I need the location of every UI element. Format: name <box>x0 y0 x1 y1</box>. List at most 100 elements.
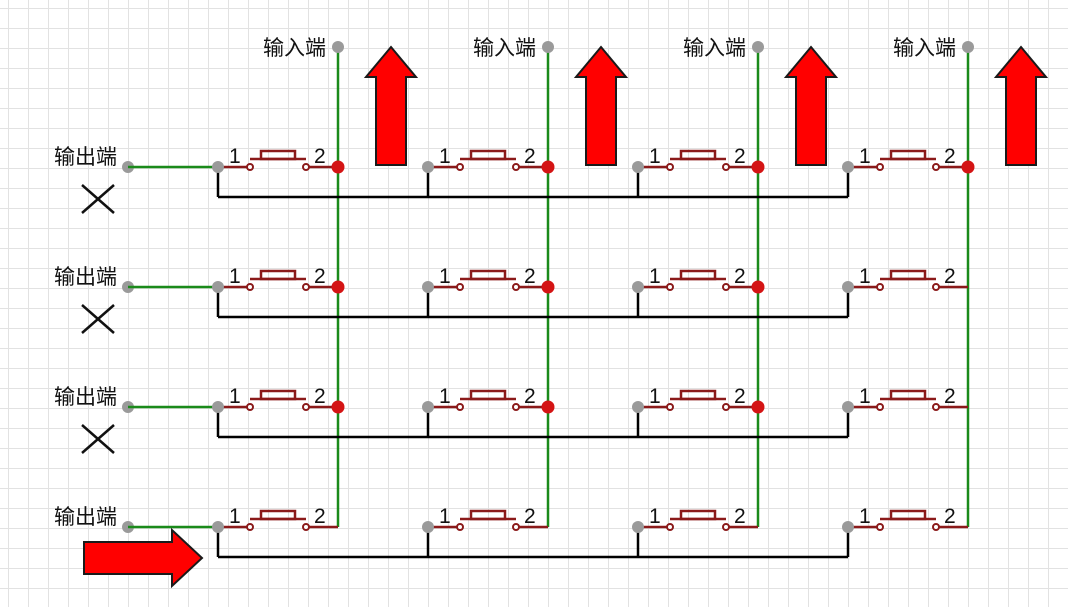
switch-contact-right <box>722 283 730 291</box>
switch-contact-right <box>512 163 520 171</box>
switch-terminal <box>632 521 644 533</box>
pin-2-label: 2 <box>524 505 536 528</box>
input-terminal <box>962 41 974 53</box>
pin-2-label: 2 <box>944 385 956 408</box>
x-mark-stroke-b <box>81 184 115 214</box>
switch-terminal <box>422 161 434 173</box>
switch-contact-left <box>456 163 464 171</box>
red-up-arrow-icon <box>993 45 1049 166</box>
output-terminal-label: 输出端 <box>54 145 117 169</box>
switch-contact-left <box>876 283 884 291</box>
switch-button <box>469 269 507 281</box>
switch-button <box>469 149 507 161</box>
switch-contact-right <box>302 283 310 291</box>
switch-contact-left <box>666 403 674 411</box>
switch-terminal <box>632 161 644 173</box>
switch-terminal <box>212 401 224 413</box>
pushbutton-switch <box>428 509 548 531</box>
x-mark-icon <box>81 304 115 334</box>
pin-2-label: 2 <box>734 505 746 528</box>
pin-1-label: 1 <box>649 145 661 168</box>
red-right-arrow-icon <box>83 527 204 589</box>
pushbutton-switch <box>638 509 758 531</box>
pin-2-label: 2 <box>944 265 956 288</box>
x-mark-stroke-b <box>81 424 115 454</box>
switch-button <box>889 269 927 281</box>
switch-contact-right <box>932 163 940 171</box>
switch-contact-right <box>932 523 940 531</box>
switch-contact-left <box>456 403 464 411</box>
pin-1-label: 1 <box>229 385 241 408</box>
switch-button <box>679 509 717 521</box>
output-terminal-label: 输出端 <box>54 265 117 289</box>
switch-contact-right <box>932 403 940 411</box>
switch-button <box>259 509 297 521</box>
switch-contact-right <box>722 523 730 531</box>
switch-terminal <box>842 521 854 533</box>
switch-contact-left <box>246 283 254 291</box>
junction-dot <box>751 400 765 414</box>
switch-contact-right <box>512 403 520 411</box>
switch-button <box>889 149 927 161</box>
switch-contact-left <box>456 283 464 291</box>
switch-button <box>259 389 297 401</box>
switch-button <box>889 389 927 401</box>
switch-button <box>259 269 297 281</box>
switch-contact-left <box>666 283 674 291</box>
switch-contact-right <box>302 403 310 411</box>
pin-1-label: 1 <box>649 505 661 528</box>
switch-contact-right <box>932 283 940 291</box>
switch-contact-left <box>876 523 884 531</box>
pin-2-label: 2 <box>524 145 536 168</box>
pin-2-label: 2 <box>734 265 746 288</box>
pin-1-label: 1 <box>229 265 241 288</box>
switch-button <box>679 269 717 281</box>
pin-1-label: 1 <box>649 385 661 408</box>
switch-button <box>679 149 717 161</box>
switch-terminal <box>212 161 224 173</box>
switch-contact-right <box>512 523 520 531</box>
x-mark-icon <box>81 424 115 454</box>
switch-contact-left <box>246 523 254 531</box>
junction-dot <box>541 280 555 294</box>
pin-2-label: 2 <box>734 385 746 408</box>
switch-button <box>679 389 717 401</box>
x-mark-icon <box>81 184 115 214</box>
switch-contact-right <box>722 403 730 411</box>
pin-1-label: 1 <box>859 505 871 528</box>
switch-button <box>469 389 507 401</box>
junction-dot <box>961 160 975 174</box>
junction-dot <box>331 400 345 414</box>
pin-1-label: 1 <box>439 385 451 408</box>
pin-2-label: 2 <box>314 265 326 288</box>
pin-1-label: 1 <box>859 385 871 408</box>
pin-1-label: 1 <box>229 505 241 528</box>
switch-terminal <box>842 281 854 293</box>
switch-button <box>469 509 507 521</box>
pin-1-label: 1 <box>439 265 451 288</box>
x-mark-stroke-b <box>81 304 115 334</box>
junction-dot <box>541 160 555 174</box>
red-up-arrow-icon <box>363 45 419 166</box>
switch-contact-left <box>876 163 884 171</box>
output-terminal-label: 输出端 <box>54 385 117 409</box>
pin-2-label: 2 <box>524 385 536 408</box>
input-terminal-label: 输入端 <box>473 36 536 60</box>
switch-terminal <box>212 521 224 533</box>
switch-contact-left <box>876 403 884 411</box>
switch-terminal <box>842 161 854 173</box>
switch-contact-left <box>456 523 464 531</box>
junction-dot <box>331 280 345 294</box>
input-terminal-label: 输入端 <box>893 36 956 60</box>
pin-1-label: 1 <box>859 145 871 168</box>
pin-1-label: 1 <box>439 145 451 168</box>
switch-terminal <box>632 281 644 293</box>
red-up-arrow-icon <box>573 45 629 166</box>
input-terminal <box>332 41 344 53</box>
input-terminal-label: 输入端 <box>263 36 326 60</box>
junction-dot <box>541 400 555 414</box>
pushbutton-switch <box>218 509 338 531</box>
switch-terminal <box>422 521 434 533</box>
switch-terminal <box>632 401 644 413</box>
switch-button <box>889 509 927 521</box>
